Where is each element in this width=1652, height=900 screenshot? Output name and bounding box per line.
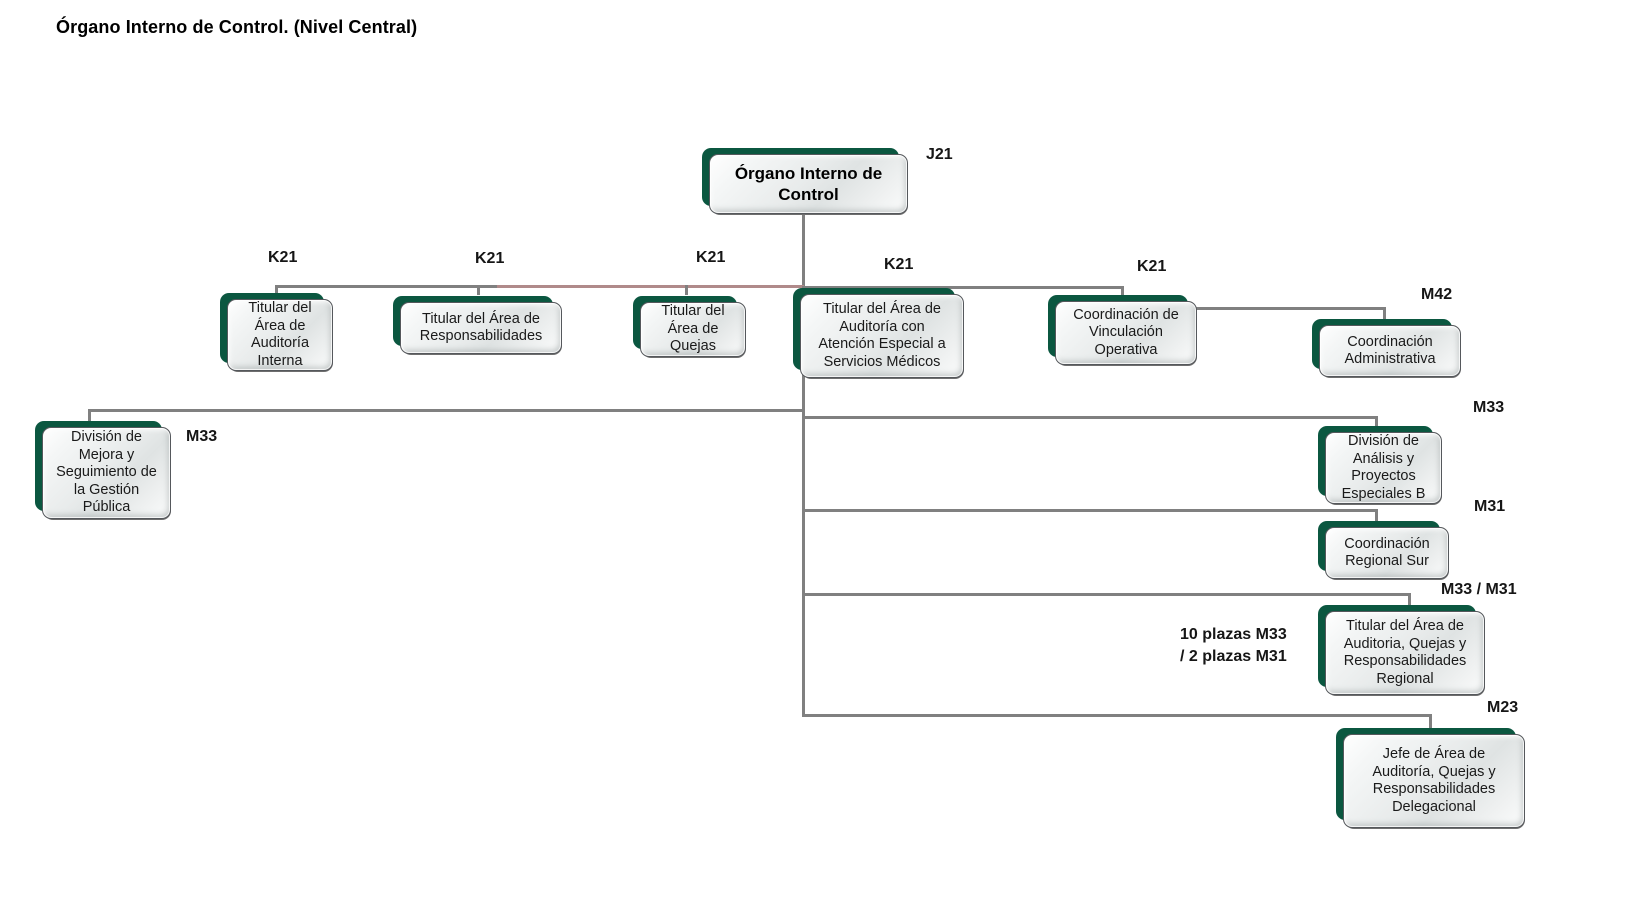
bus-k21-right xyxy=(802,286,1124,289)
code-m31: M31 xyxy=(1474,498,1506,515)
code-m42: M42 xyxy=(1421,286,1453,303)
node-label: Jefe de Área de Auditoría, Quejas y Resp… xyxy=(1372,746,1496,815)
node-division-analisis-proyectos-especiales-b[interactable]: División de Análisis y Proyectos Especia… xyxy=(1318,426,1442,505)
code-m33-mejora: M33 xyxy=(186,428,218,445)
node-label: División de Análisis y Proyectos Especia… xyxy=(1341,433,1426,502)
bus-m33-m31 xyxy=(802,593,1411,596)
node-face: Titular del Área de Auditoría con Atenci… xyxy=(800,294,964,378)
code-k21-servicios-medicos: K21 xyxy=(884,256,914,273)
node-face: Órgano Interno de Control xyxy=(709,154,908,214)
node-titular-responsabilidades[interactable]: Titular del Área de Responsabilidades xyxy=(393,296,562,355)
drop-coordinacion-administrativa xyxy=(1383,307,1386,319)
node-jefe-area-auditoria-quejas-responsabilidades-delegacional[interactable]: Jefe de Área de Auditoría, Quejas y Resp… xyxy=(1336,728,1525,829)
node-label: Coordinación Regional Sur xyxy=(1344,535,1430,570)
node-organo-interno-de-control[interactable]: Órgano Interno de Control xyxy=(702,148,908,215)
bus-k21-left-tint xyxy=(497,285,804,288)
drop-quejas xyxy=(685,285,688,295)
bus-m33-left xyxy=(88,409,804,412)
drop-jefe-delegacional xyxy=(1429,714,1432,728)
node-face: Titular del Área de Auditoria, Quejas y … xyxy=(1325,611,1485,695)
node-label: Órgano Interno de Control xyxy=(734,164,883,204)
code-k21-vinculacion-operativa: K21 xyxy=(1137,258,1167,275)
node-coordinacion-vinculacion-operativa[interactable]: Coordinación de Vinculación Operativa xyxy=(1048,295,1197,366)
code-k21-responsabilidades: K21 xyxy=(475,250,505,267)
node-division-mejora-gestion-publica[interactable]: División de Mejora y Seguimiento de la G… xyxy=(35,421,171,520)
node-face: División de Mejora y Seguimiento de la G… xyxy=(42,427,171,519)
code-m33-analisis: M33 xyxy=(1473,399,1505,416)
node-label: Titular del Área de Auditoría Interna xyxy=(248,300,312,369)
node-face: Jefe de Área de Auditoría, Quejas y Resp… xyxy=(1343,734,1525,828)
drop-regional-sur xyxy=(1375,509,1378,521)
node-label: División de Mejora y Seguimiento de la G… xyxy=(56,429,157,516)
node-label: Titular del Área de Responsabilidades xyxy=(419,310,543,345)
node-face: Titular del Área de Responsabilidades xyxy=(400,302,562,354)
node-face: Coordinación Regional Sur xyxy=(1325,527,1449,579)
node-face: División de Análisis y Proyectos Especia… xyxy=(1325,432,1442,504)
note-plazas-regional: 10 plazas M33 / 2 plazas M31 xyxy=(1180,626,1287,665)
code-k21-auditoria-interna: K21 xyxy=(268,249,298,266)
node-face: Coordinación de Vinculación Operativa xyxy=(1055,301,1197,365)
drop-titular-regional xyxy=(1408,593,1411,605)
bus-m33-right xyxy=(802,416,1378,419)
node-face: Titular del Área de Auditoría Interna xyxy=(227,299,333,371)
bus-k21-left xyxy=(275,285,497,288)
drop-vinculacion xyxy=(1121,286,1124,295)
node-face: Coordinación Administrativa xyxy=(1319,325,1461,377)
drop-responsabilidades xyxy=(477,285,480,295)
bus-m23 xyxy=(802,714,1432,717)
trunk-vertical-main xyxy=(802,212,805,717)
node-label: Titular del Área de Quejas xyxy=(661,303,725,355)
bus-m42 xyxy=(1190,307,1386,310)
node-face: Titular del Área de Quejas xyxy=(640,302,746,357)
node-titular-auditoria-interna[interactable]: Titular del Área de Auditoría Interna xyxy=(220,293,333,372)
page-title: Órgano Interno de Control. (Nivel Centra… xyxy=(56,17,418,37)
node-coordinacion-administrativa[interactable]: Coordinación Administrativa xyxy=(1312,319,1461,378)
node-titular-auditoria-servicios-medicos[interactable]: Titular del Área de Auditoría con Atenci… xyxy=(793,288,964,379)
node-label: Titular del Área de Auditoria, Quejas y … xyxy=(1343,618,1467,687)
code-k21-quejas: K21 xyxy=(696,249,726,266)
node-titular-quejas[interactable]: Titular del Área de Quejas xyxy=(633,296,746,358)
drop-analisis-proyectos xyxy=(1375,416,1378,426)
node-label: Coordinación Administrativa xyxy=(1344,333,1436,368)
node-label: Titular del Área de Auditoría con Atenci… xyxy=(818,301,946,370)
node-coordinacion-regional-sur[interactable]: Coordinación Regional Sur xyxy=(1318,521,1449,580)
drop-mejora-gestion xyxy=(88,409,91,421)
code-j21: J21 xyxy=(926,146,953,163)
code-m23: M23 xyxy=(1487,699,1519,716)
code-m33-m31: M33 / M31 xyxy=(1441,581,1517,598)
node-label: Coordinación de Vinculación Operativa xyxy=(1073,306,1179,358)
drop-auditoria-interna xyxy=(275,285,278,294)
node-titular-area-auditoria-quejas-responsabilidades-regional[interactable]: Titular del Área de Auditoria, Quejas y … xyxy=(1318,605,1485,696)
bus-m31 xyxy=(802,509,1378,512)
